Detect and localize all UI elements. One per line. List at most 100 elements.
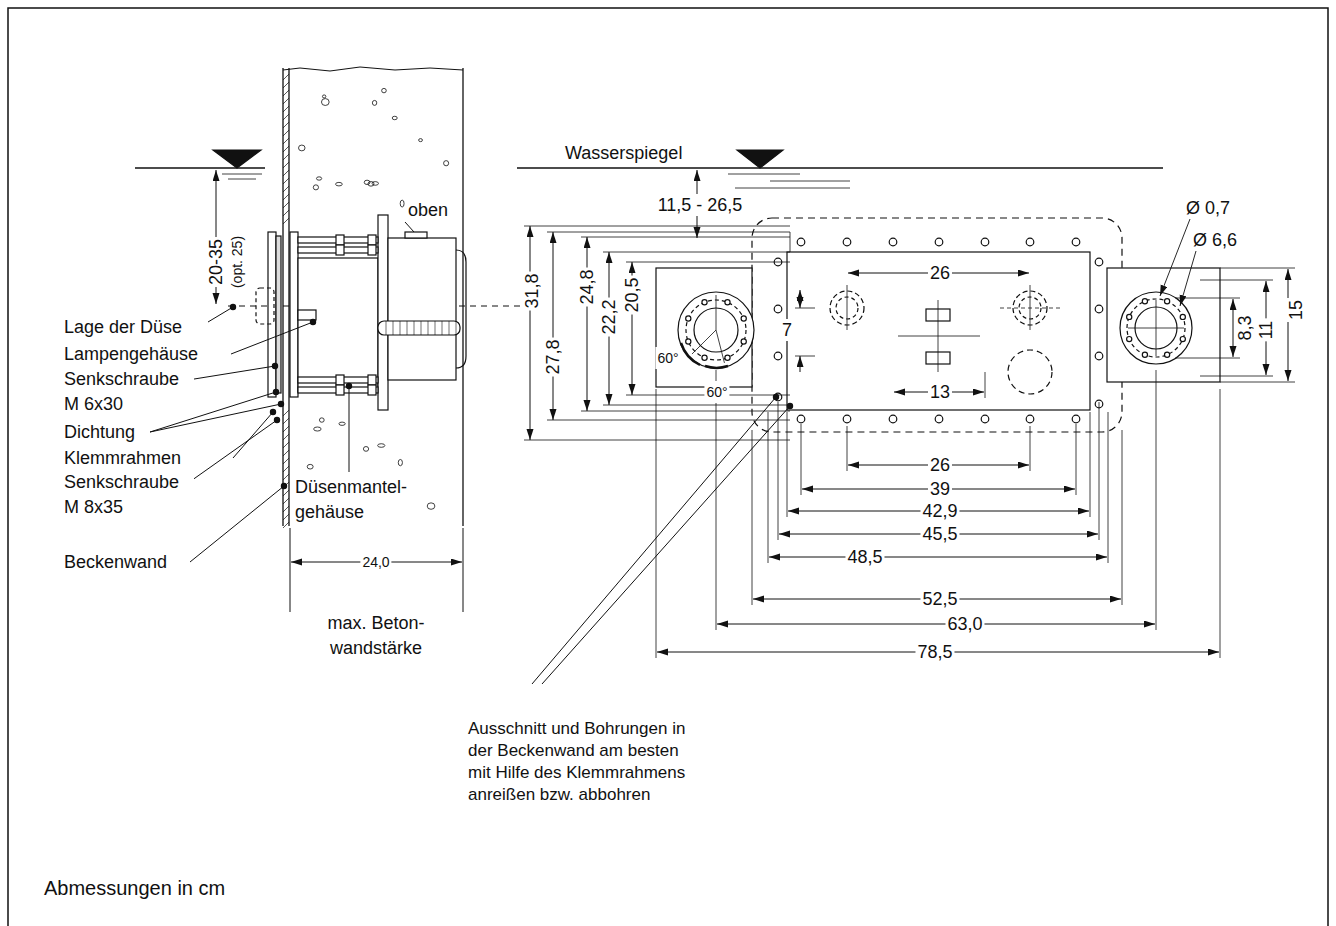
leader-line (188, 420, 277, 483)
screw (1142, 352, 1147, 357)
dimension-value: 8,3 (1234, 313, 1256, 342)
leader-line (231, 322, 313, 354)
extension-line (1175, 358, 1240, 359)
extension-line (1156, 370, 1157, 630)
angle-arc (681, 343, 700, 365)
leader-line (208, 307, 233, 322)
extension-line (1220, 268, 1295, 269)
dimension-line (697, 215, 698, 238)
bore-hole (774, 305, 782, 313)
extension-line (1200, 376, 1273, 377)
nut (368, 375, 376, 385)
leader-line (542, 406, 790, 684)
clamp-frame-outline (752, 218, 1122, 432)
dimension-value: 48,5 (845, 546, 884, 568)
water-line (135, 167, 265, 168)
extension-line (768, 412, 769, 563)
extension-line (1090, 412, 1091, 517)
leader-line (1180, 251, 1196, 306)
extension-line (1122, 430, 1123, 605)
dimension-value: 11,5 - 26,5 (656, 194, 745, 216)
hose-rib (442, 321, 443, 335)
leader-line (532, 397, 776, 684)
dimension-line (1288, 269, 1289, 381)
wall-top (283, 67, 463, 71)
gasket (276, 236, 281, 393)
bore-hole (843, 238, 851, 246)
leader-dot (274, 417, 279, 422)
extension-line (716, 370, 717, 630)
bracket-axis (898, 336, 980, 337)
hose-rib (407, 321, 408, 335)
wall-hatch (283, 90, 289, 96)
wall-hatch (283, 434, 289, 440)
wall-hatch (283, 98, 289, 104)
wall-hatch (283, 474, 289, 480)
dimension-value: 31,8 (521, 271, 543, 310)
extension-line (778, 402, 779, 540)
wall-hatch (283, 162, 289, 168)
concrete-speck (419, 139, 423, 142)
dimension-value: 20,5 (621, 275, 643, 314)
wall-hatch (283, 82, 289, 88)
bore-hole (981, 415, 989, 423)
dimension-value: 24,8 (576, 267, 598, 306)
dimension-value: 78,5 (915, 641, 954, 663)
bore-hole (797, 238, 805, 246)
part-label: Ø 0,7 (1184, 197, 1232, 219)
concrete-speck (316, 177, 321, 180)
dimension-value: 60° (655, 347, 680, 369)
wall-hatch (283, 498, 289, 504)
dimension-value: 26 (928, 262, 952, 284)
leader-line (405, 222, 414, 232)
dimension-value: 11 (1255, 319, 1277, 342)
bore-hole (1095, 352, 1103, 360)
screw (725, 300, 730, 305)
dimension-value: (opt. 25) (226, 234, 248, 290)
concrete-speck (444, 161, 449, 166)
extension-line (1175, 298, 1240, 299)
hose-rib (393, 321, 394, 335)
angle-line (692, 330, 716, 354)
bore-hole (1072, 238, 1080, 246)
screw (741, 316, 746, 321)
wall-hatch (283, 154, 289, 160)
dimension-value: 22,2 (598, 297, 620, 336)
bore-hole (981, 238, 989, 246)
hose-rib (456, 321, 457, 335)
wall-hatch (283, 218, 289, 224)
part-label: Lage der Düse (62, 316, 184, 338)
screw (1164, 299, 1169, 304)
extension-line (656, 389, 657, 658)
nut (336, 245, 344, 255)
extension-line (801, 424, 802, 495)
extension-line (524, 226, 790, 227)
concrete-speck (378, 444, 385, 448)
extension-line (787, 412, 788, 517)
nozzle-position (1008, 350, 1052, 394)
dimension-line (800, 356, 801, 372)
concrete-speck (427, 503, 435, 509)
hose (378, 321, 460, 335)
extension-line (603, 405, 790, 406)
part-label: oben (406, 199, 450, 221)
dimension-value: 39 (928, 478, 952, 500)
extension-line (581, 411, 790, 412)
illustration (8, 8, 1328, 926)
extension-line (1076, 424, 1077, 495)
leader-dot (310, 319, 315, 324)
lamp-ring (1127, 299, 1185, 357)
part-label: Düsenmantel-gehäuse (293, 475, 419, 525)
angle-line (716, 295, 717, 330)
bore-hole (1026, 238, 1034, 246)
extension-line (603, 252, 790, 253)
screw (686, 316, 691, 321)
bore-hole (1095, 258, 1103, 266)
lamp-socket (298, 310, 316, 320)
bore-hole (797, 415, 805, 423)
wall-hatch (283, 106, 289, 112)
part-label: Lampengehäuse (62, 343, 200, 365)
wall-hatch (283, 410, 289, 416)
hose-rib (400, 321, 401, 335)
